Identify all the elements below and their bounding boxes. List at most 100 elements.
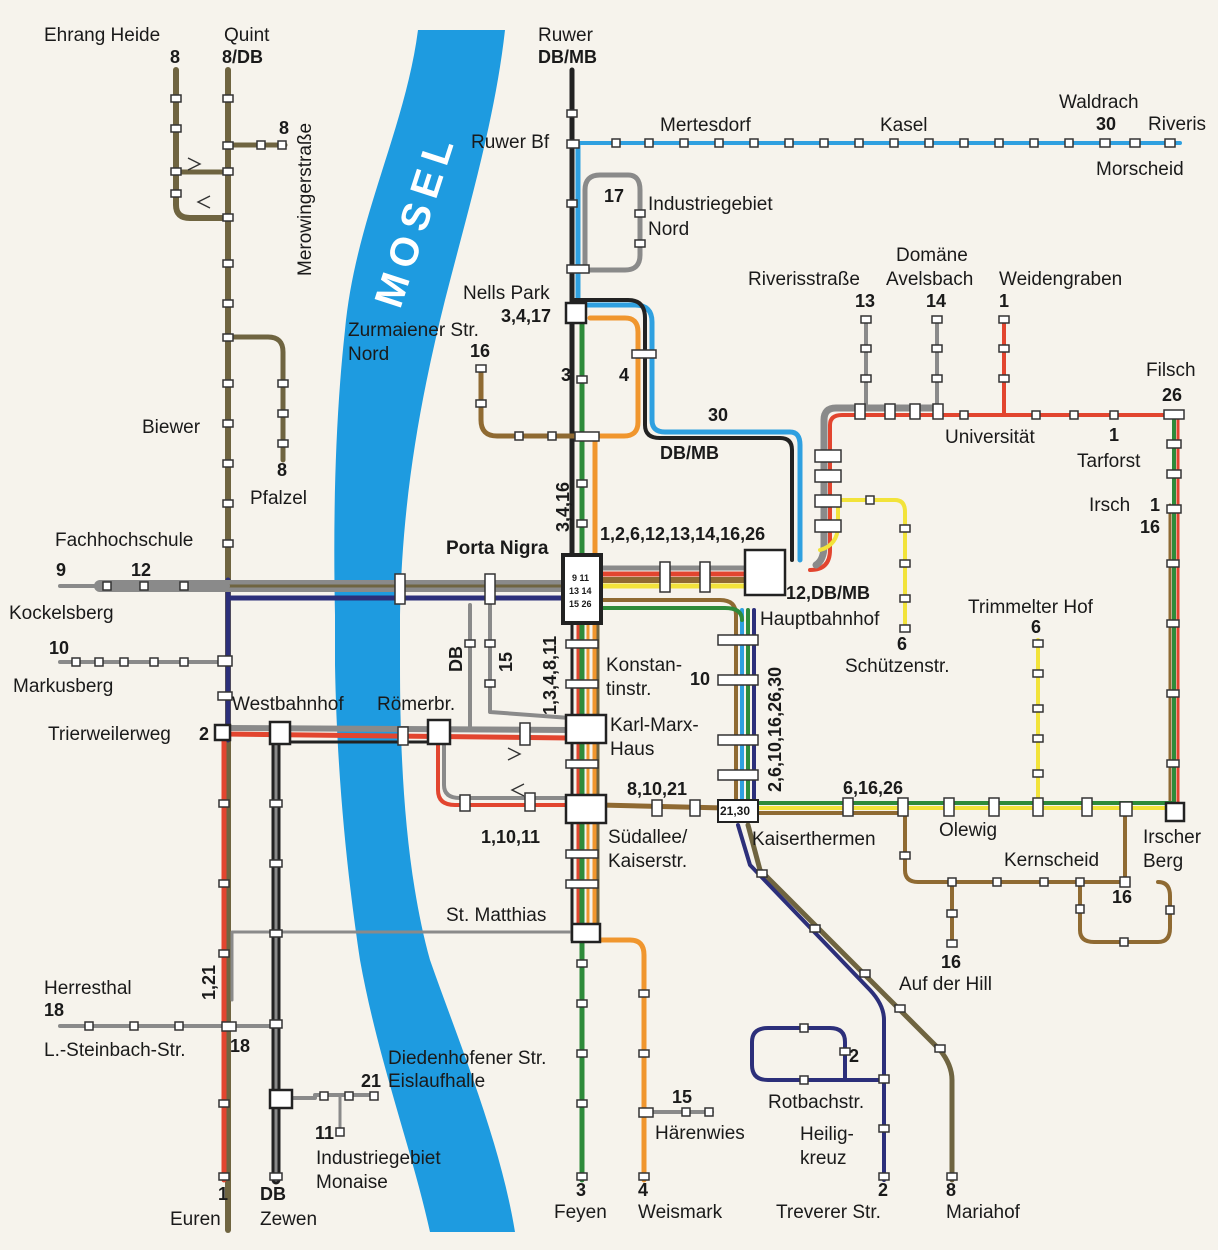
hub-zewen-junction: [268, 1088, 294, 1110]
line-label-db-vert: DB: [446, 646, 466, 672]
line-label-quint: 8/DB: [222, 47, 263, 67]
label-trimmelter-hof: Trimmelter Hof: [968, 597, 1094, 618]
line-label-9: 9: [56, 560, 66, 580]
line-east-red: [808, 413, 1174, 572]
line-16-loop: [1078, 880, 1172, 944]
line-8-pfalzel: [225, 334, 286, 463]
line-label-6-trimmelter: 6: [1031, 617, 1041, 637]
line-label-db-zewen: DB: [260, 1184, 286, 1204]
hub-porta-nigra: [561, 553, 603, 625]
hub-kaiserthermen: [717, 799, 759, 823]
label-l-steinbach: L.-Steinbach-Str.: [44, 1040, 186, 1061]
arrow-icon: [510, 783, 525, 797]
label-morscheid: Morscheid: [1096, 159, 1184, 180]
hub-st-matthias: [570, 922, 602, 944]
line-label-21: 21: [361, 1071, 381, 1091]
stops: [71, 94, 1185, 1181]
label-domaene: Domäne: [896, 245, 968, 266]
hub-roemerbr: [426, 718, 452, 746]
label-herresthal: Herresthal: [44, 978, 132, 999]
label-quint: Quint: [224, 25, 270, 46]
line-label-4-weismark: 4: [638, 1180, 648, 1200]
hub-irscher-berg: [1164, 801, 1186, 823]
line-label-3: 3: [561, 365, 571, 385]
line-label-2-treverer: 2: [878, 1180, 888, 1200]
label-riveris: Riveris: [1148, 114, 1206, 135]
label-ruwer-bf: Ruwer Bf: [471, 132, 550, 153]
label-ruwer: Ruwer: [538, 25, 594, 46]
line-label-18-herr: 18: [44, 1000, 64, 1020]
hub-karl-marx: [564, 713, 608, 745]
label-kaiserthermen: Kaiserthermen: [752, 829, 876, 850]
kaiserthermen-box-label: 21,30: [720, 804, 750, 818]
line-label-11: 11: [315, 1123, 334, 1143]
label-biewer: Biewer: [142, 417, 201, 438]
label-westbahnhof: Westbahnhof: [232, 694, 344, 715]
label-mertesdorf: Mertesdorf: [660, 115, 752, 136]
label-heiligkreuz: Heilig-: [800, 1124, 854, 1145]
line-17-loop: [582, 172, 643, 273]
label-tarforst: Tarforst: [1077, 451, 1141, 472]
label-waldrach: Waldrach: [1059, 92, 1139, 113]
line-label-10: 10: [49, 638, 69, 658]
line-label-irsch-16: 16: [1140, 517, 1160, 537]
label-fachhochschule: Fachhochschule: [55, 530, 193, 551]
label-ehrang-heide: Ehrang Heide: [44, 25, 160, 46]
arrow-icon: [187, 157, 202, 171]
label-konstantinstr: Konstan-: [606, 655, 682, 676]
line-label-nells-park: 3,4,17: [501, 306, 551, 326]
line-label-db-mb: DB/MB: [660, 443, 719, 463]
hub-westbahnhof: [268, 720, 292, 746]
line-label-1-weiden: 1: [999, 291, 1009, 311]
label-rotbachstr: Rotbachstr.: [768, 1092, 864, 1113]
line-label-4: 4: [619, 365, 629, 385]
label-karl-marx-haus-2: Haus: [610, 739, 654, 760]
label-haerenwies: Härenwies: [655, 1123, 745, 1144]
line-label-ind-nord: 17: [604, 186, 624, 206]
line-21-11: [283, 1093, 377, 1100]
line-label-15-haeren: 15: [672, 1087, 692, 1107]
label-mariahof: Mariahof: [946, 1202, 1021, 1223]
line-label-13: 13: [855, 291, 875, 311]
label-heiligkreuz-2: kreuz: [800, 1148, 846, 1169]
label-irsch: Irsch: [1089, 495, 1130, 516]
line-label-14: 14: [926, 291, 946, 311]
label-kockelsberg: Kockelsberg: [9, 603, 114, 624]
label-kasel: Kasel: [880, 115, 928, 136]
line-label-6-schuetzen: 6: [897, 634, 907, 654]
line-network: [58, 67, 1182, 1233]
line-label-3-feyen: 3: [576, 1180, 586, 1200]
label-auf-der-hill: Auf der Hill: [899, 974, 992, 995]
line-label-waldrach: 30: [1096, 114, 1116, 134]
line-label-1-10-11: 1,10,11: [481, 827, 540, 847]
label-universitaet: Universität: [945, 427, 1035, 448]
line-15: [488, 578, 572, 720]
label-pfalzel: Pfalzel: [250, 488, 307, 509]
label-treverer: Treverer Str.: [776, 1202, 881, 1223]
station-labels: Ehrang Heide 8 Quint 8/DB 8 Merowingerst…: [9, 25, 1206, 1230]
label-konstantinstr-2: tinstr.: [606, 679, 651, 700]
line-label-2-6-10: 2,6,10,16,26,30: [765, 667, 785, 792]
label-riverisstrasse: Riverisstraße: [748, 269, 860, 290]
label-filsch: Filsch: [1146, 360, 1196, 381]
line-label-1-euren: 1: [218, 1184, 228, 1204]
line-4: [587, 315, 647, 1183]
line-label-30: 30: [708, 405, 728, 425]
hub-trierweilerweg: [213, 723, 232, 742]
label-zurmaiener: Zurmaiener Str.: [348, 320, 479, 341]
line-label-10-konst: 10: [690, 669, 710, 689]
line-label-zurmaiener: 16: [470, 341, 490, 361]
label-olewig: Olewig: [939, 820, 997, 841]
line-label-tarforst: 1: [1109, 425, 1119, 445]
label-trierweilerweg: Trierweilerweg: [48, 724, 171, 745]
label-porta-nigra: Porta Nigra: [446, 538, 549, 559]
line-label-1-21: 1,21: [199, 965, 219, 1000]
label-eislaufhalle: Eislaufhalle: [388, 1071, 485, 1092]
hubs: [213, 301, 1186, 1110]
line-label-8-mariahof: 8: [946, 1180, 956, 1200]
hub-hauptbahnhof: [743, 548, 787, 597]
label-karl-marx-haus: Karl-Marx-: [610, 715, 699, 736]
line-label-12: 12: [131, 560, 151, 580]
line-label-16-hill: 16: [941, 952, 961, 972]
